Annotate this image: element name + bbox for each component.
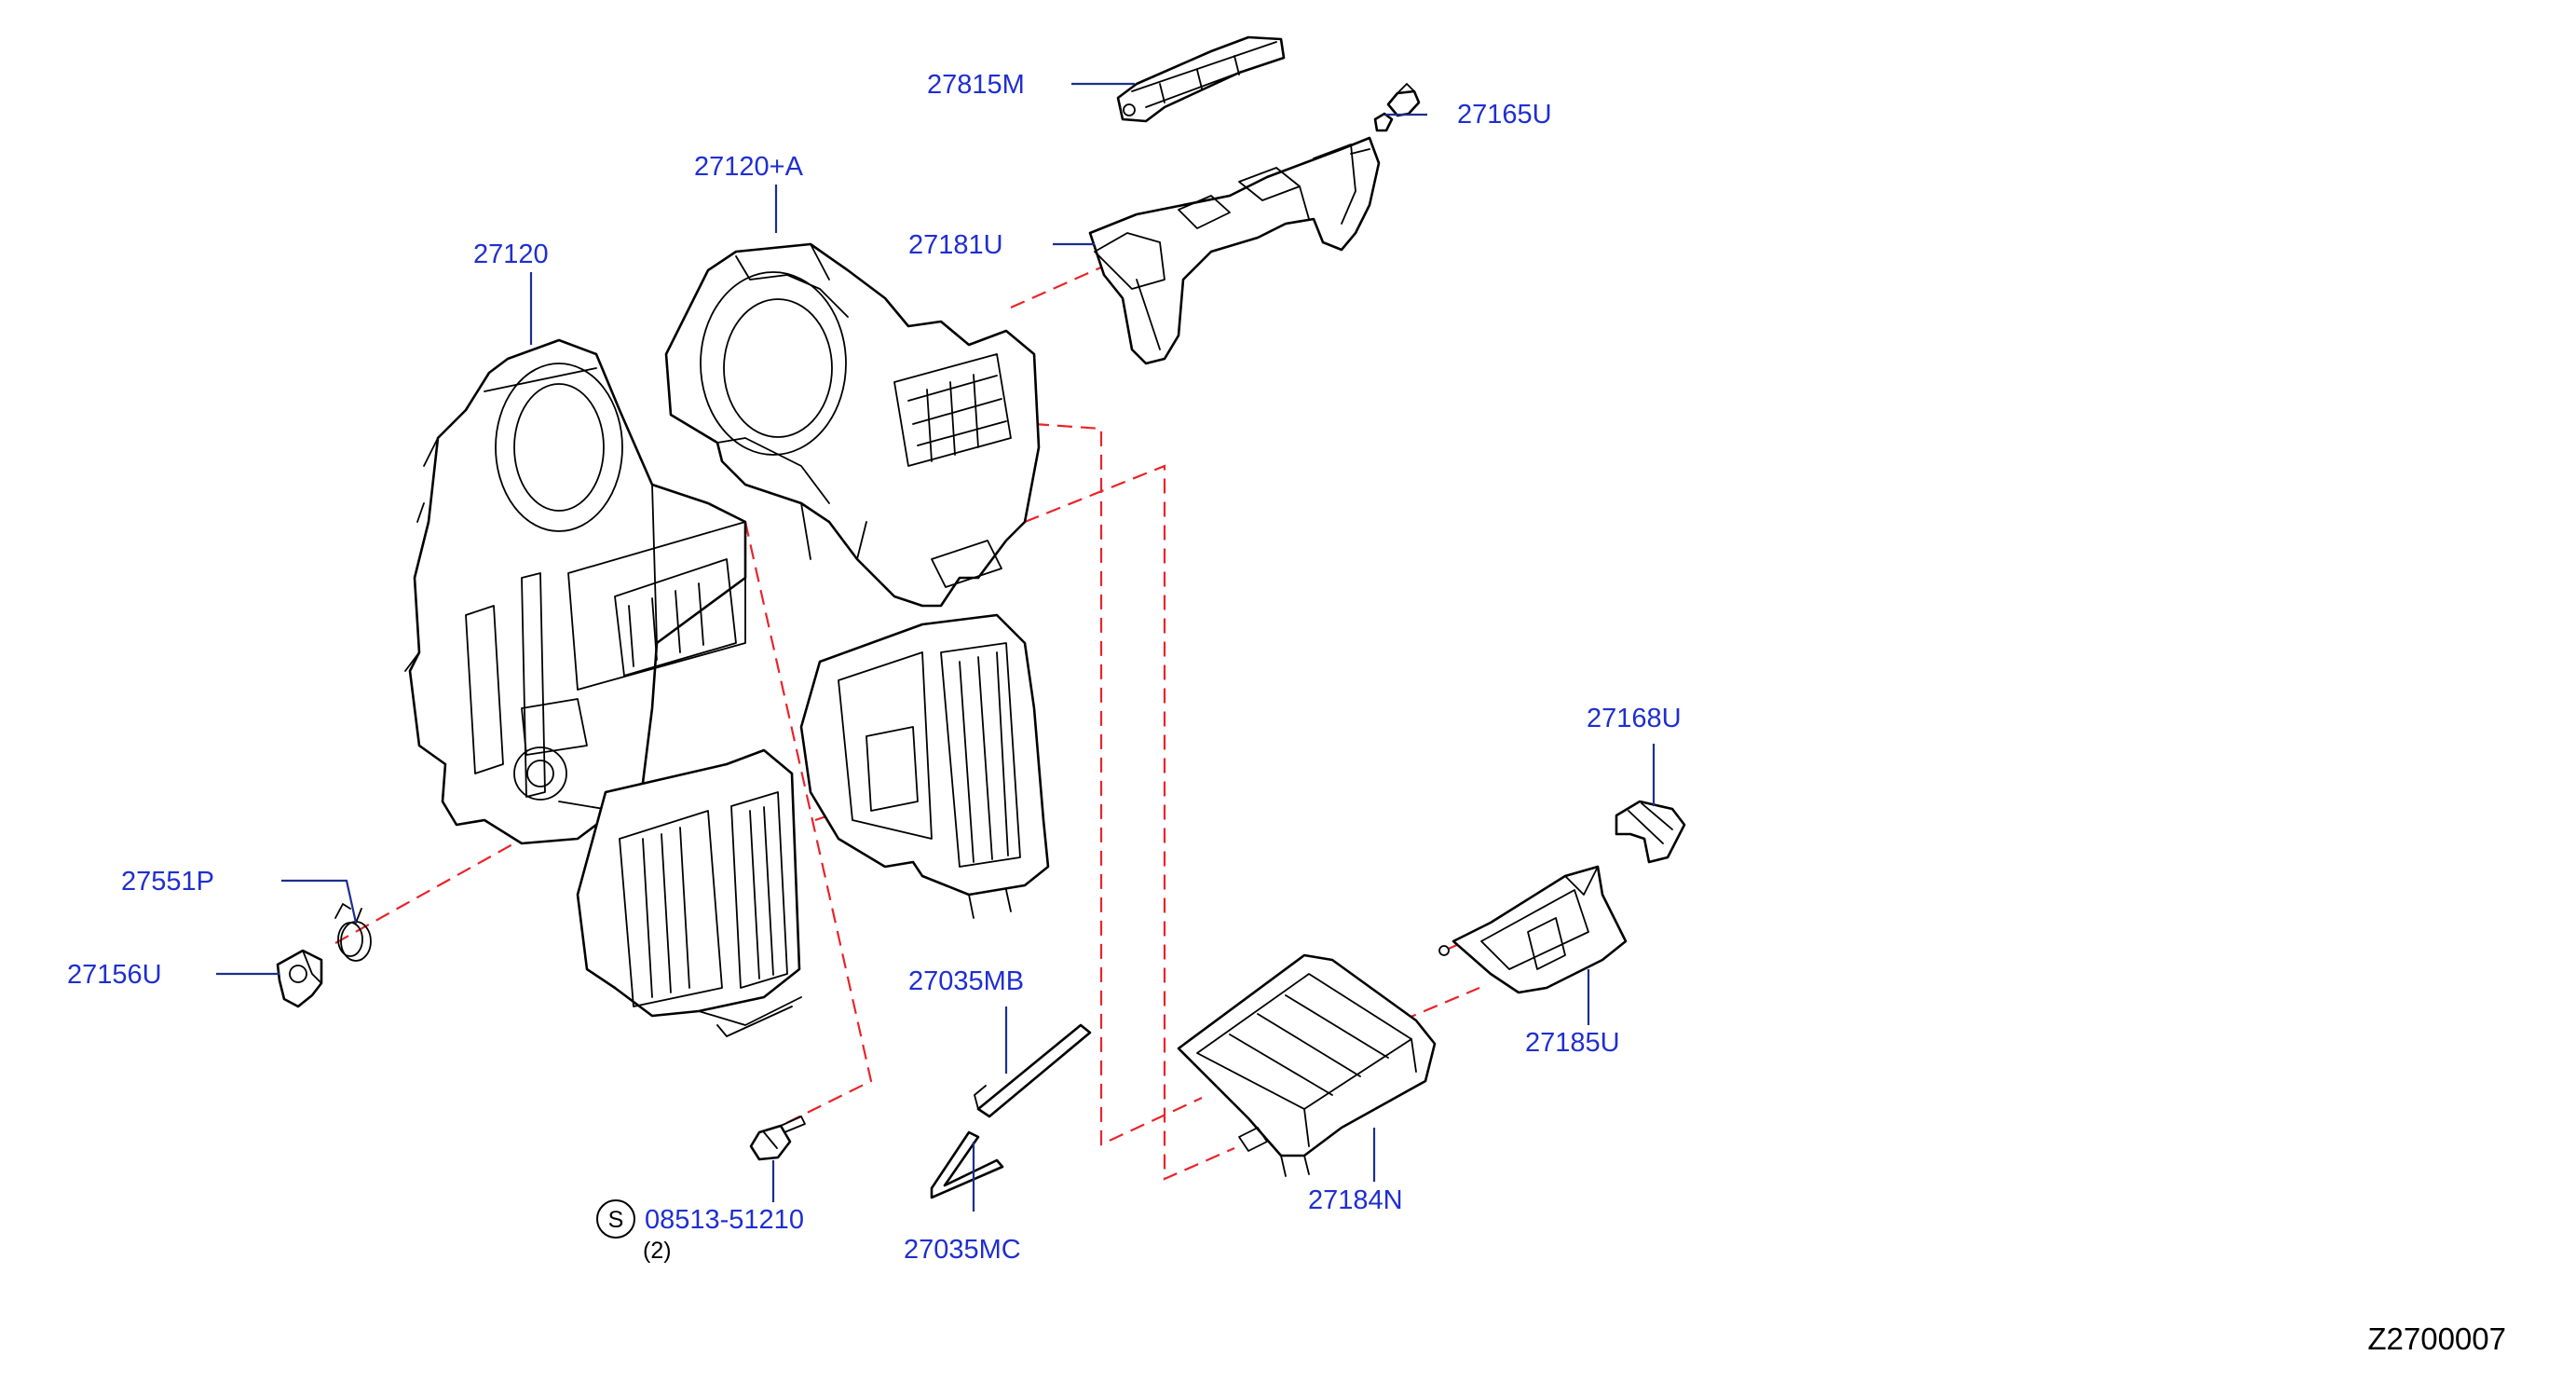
part-label-27035mb: 27035MB <box>908 966 1024 996</box>
standard-part-symbol: S <box>608 1207 624 1233</box>
sensor-27165u <box>1373 83 1421 132</box>
case-right-lower-section <box>799 613 1050 919</box>
link-27156u <box>276 949 323 1008</box>
part-label-27120: 27120 <box>473 240 549 269</box>
part-label-27184n: 27184N <box>1308 1185 1403 1215</box>
part-label-27165u: 27165U <box>1457 100 1552 130</box>
duct-27181u <box>1088 136 1381 365</box>
part-label-27181u: 27181U <box>908 230 1003 260</box>
part-label-27185u: 27185U <box>1525 1028 1620 1058</box>
screw-quantity: (2) <box>643 1238 672 1264</box>
bracket-27815m <box>1116 35 1286 123</box>
diagram-code: Z2700007 <box>2367 1321 2506 1356</box>
screw-08513-51210 <box>749 1116 806 1161</box>
part-label-27168u: 27168U <box>1587 704 1682 733</box>
clip-27168u <box>1615 800 1686 864</box>
part-label-27815m: 27815M <box>927 70 1025 100</box>
seal-27035mc <box>930 1130 1004 1199</box>
part-label-08513-51210: 08513-51210 <box>645 1205 804 1235</box>
part-label-27551p: 27551P <box>121 867 214 897</box>
seal-27035mb <box>974 1023 1092 1118</box>
part-label-27156u: 27156U <box>67 960 162 990</box>
part-label-27120a: 27120+A <box>694 152 804 182</box>
filter-27184n <box>1177 953 1437 1177</box>
part-labels: 27815M 27165U 27120+A 27181U 27120 27168… <box>67 70 1682 1265</box>
case-lower-section <box>576 748 802 1037</box>
screw-standard-symbol: S (2) <box>596 1199 672 1264</box>
heater-case-27120a <box>664 242 1041 608</box>
heater-case-27120 <box>404 338 747 845</box>
duct-27185u <box>1438 865 1628 994</box>
leader-lines <box>216 82 1656 1212</box>
part-label-27035mc: 27035MC <box>904 1235 1021 1265</box>
